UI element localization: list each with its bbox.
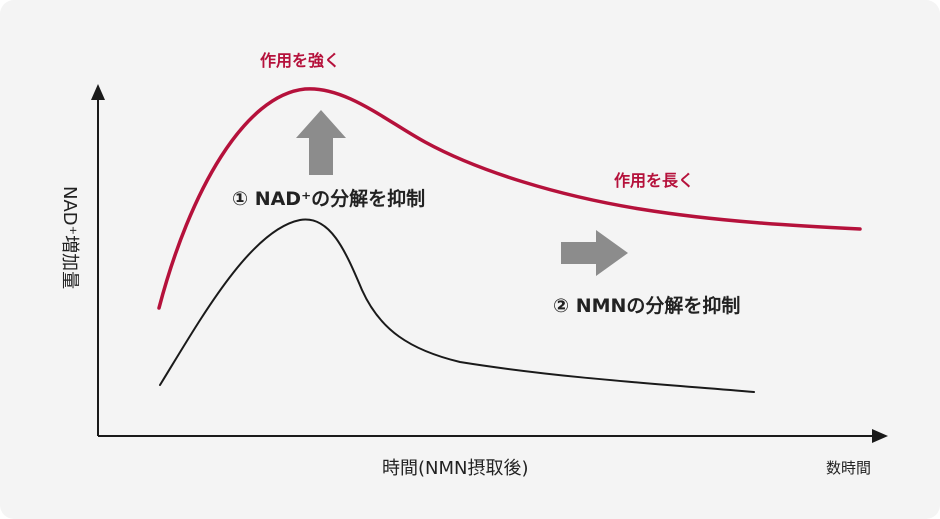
black-curve bbox=[159, 218, 755, 393]
x-axis-arrowhead bbox=[872, 429, 888, 443]
red-curve bbox=[157, 87, 862, 310]
right-arrow-icon bbox=[561, 230, 628, 276]
point2-label: ② NMNの分解を抑制 bbox=[553, 294, 740, 317]
x-axis-unit: 数時間 bbox=[826, 459, 871, 477]
peak-label: 作用を強く bbox=[260, 51, 340, 70]
x-axis-label: 時間(NMN摂取後) bbox=[382, 458, 529, 479]
up-arrow-icon bbox=[296, 110, 346, 175]
tail-label: 作用を長く bbox=[614, 171, 694, 190]
point1-label: ① NAD⁺の分解を抑制 bbox=[232, 187, 425, 210]
y-axis-arrowhead bbox=[91, 84, 105, 100]
y-axis-label: NAD⁺増加量 bbox=[59, 186, 80, 289]
